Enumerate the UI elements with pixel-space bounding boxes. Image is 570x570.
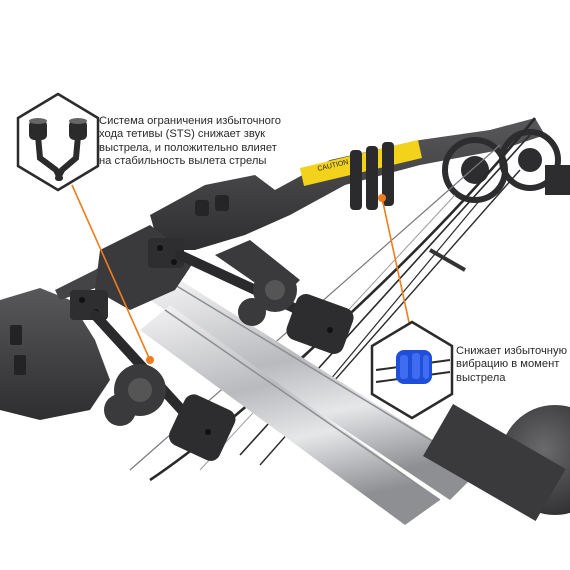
vibration-callout-text: Снижает избыточную вибрацию в момент выс… (456, 345, 567, 384)
callout-dot-sts (146, 356, 154, 364)
callout-dot-vibration (378, 194, 386, 202)
sts-stopper-icon (16, 92, 100, 192)
sts-callout-text: Система ограничения избыточного хода тет… (99, 115, 281, 168)
string-dampener-icon (370, 320, 454, 420)
upper-limb: CAUTION (150, 118, 545, 250)
scope-end (423, 404, 570, 521)
cam-wheel (442, 129, 570, 203)
flight-rail (140, 280, 481, 525)
callout-lines (71, 184, 413, 361)
string-stoppers (90, 250, 354, 461)
